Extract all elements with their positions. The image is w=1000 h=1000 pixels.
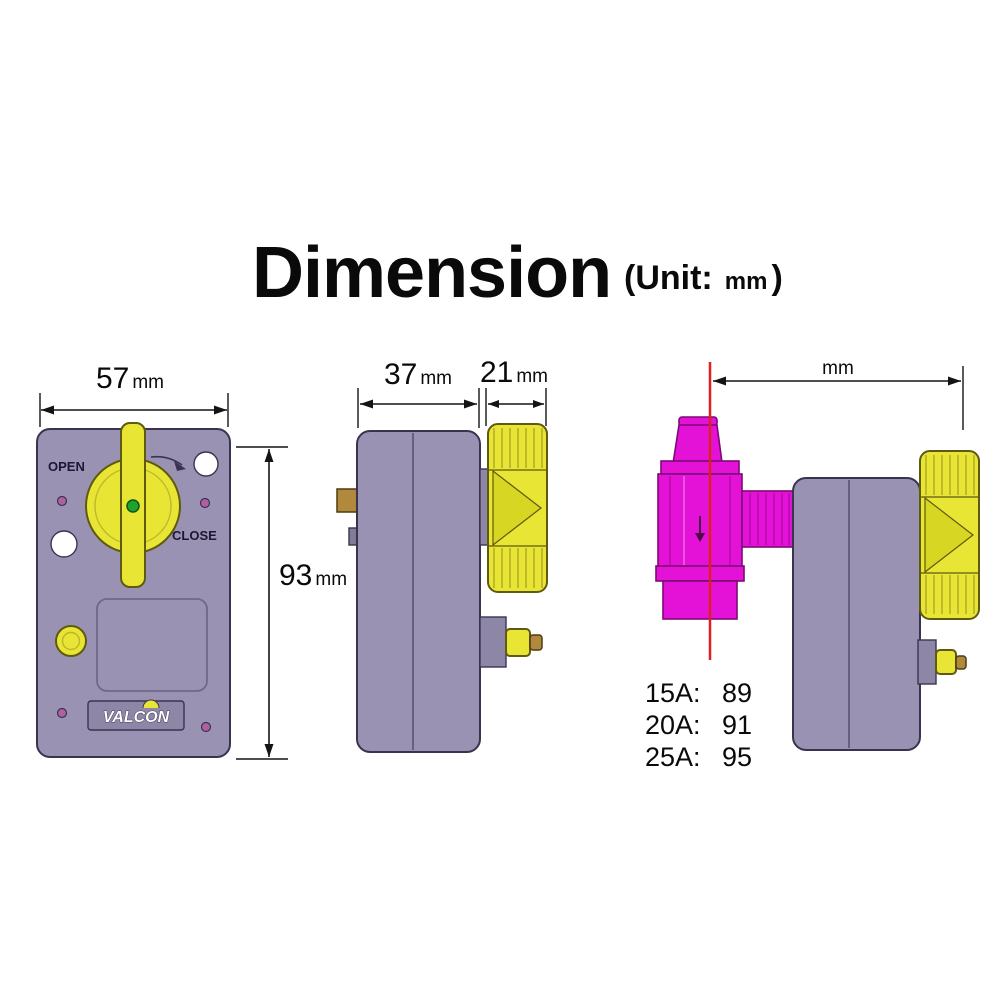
mount-hole-top-right — [193, 451, 219, 477]
outlet-tip — [529, 634, 543, 651]
table-size-cell: 20A: — [645, 710, 701, 740]
unit-note: (Unit: mm) — [624, 259, 783, 297]
table-row: 15A: 89 — [645, 678, 752, 708]
brand-logo: VALCON — [103, 709, 170, 726]
unit-note-prefix: (Unit: — [624, 259, 713, 297]
handle-center-dot — [126, 499, 140, 513]
arrowhead-left-icon — [41, 405, 54, 415]
valve — [655, 416, 795, 620]
table-length-cell: 95 — [722, 742, 752, 772]
arrowhead-right-icon — [533, 400, 544, 408]
arrowhead-right-icon — [948, 376, 961, 386]
valve-upper-flange — [660, 460, 740, 475]
screw-bottom-left — [56, 707, 68, 719]
side-body — [356, 430, 481, 753]
length-dimension: mm — [713, 358, 964, 430]
indicator-hole-ring — [61, 631, 81, 651]
outlet-base — [479, 616, 507, 668]
indicator-hole — [55, 625, 87, 657]
arrowhead-up-icon — [264, 449, 274, 462]
assembled-knob — [919, 450, 980, 620]
rotation-arrow — [150, 455, 183, 466]
valve-lower-body — [662, 580, 738, 620]
outlet-cap — [935, 649, 957, 675]
assembled-knob-cone — [924, 496, 974, 574]
table-size-cell: 25A: — [645, 742, 701, 772]
unit-note-suffix: ) — [771, 259, 782, 297]
screw-top-left — [56, 495, 68, 507]
arrowhead-right-icon — [214, 405, 227, 415]
assembled-length-unit: mm — [822, 358, 854, 379]
valve-union-nut — [741, 490, 795, 548]
front-height-unit: mm — [315, 569, 347, 590]
knob-width-unit: mm — [516, 366, 548, 387]
knob-shaft — [479, 468, 489, 546]
mount-hole-left — [50, 530, 78, 558]
arrowhead-left-icon — [488, 400, 499, 408]
side-depth-value: 37 — [384, 358, 417, 391]
brand-crescent-icon — [142, 699, 160, 709]
front-width-value: 57 — [96, 362, 129, 395]
flow-direction-marking — [695, 516, 705, 542]
knob-width-value: 21 — [480, 356, 513, 389]
table-length-cell: 91 — [722, 710, 752, 740]
screw-top-right — [199, 497, 211, 509]
unit-note-mm: mm — [725, 268, 768, 295]
front-height-value: 93 — [279, 559, 312, 592]
rotation-arrow-head-icon — [174, 461, 186, 471]
side-knob — [487, 423, 548, 593]
front-width-unit: mm — [132, 372, 164, 393]
table-row: 25A: 95 — [645, 742, 752, 772]
side-outlet — [479, 616, 543, 668]
arrowhead-right-icon — [464, 399, 477, 409]
front-panel-outline — [96, 598, 208, 692]
table-row: 20A: 91 — [645, 710, 752, 740]
terminal-tab — [336, 488, 359, 513]
brand-badge — [87, 700, 185, 731]
valve-lower-flange — [655, 565, 745, 582]
assembled-outlet — [917, 639, 967, 685]
arrowhead-left-icon — [360, 399, 373, 409]
arrowhead-down-icon — [264, 744, 274, 757]
table-length-cell: 89 — [722, 678, 752, 708]
side-knob-cone — [492, 469, 542, 547]
close-label: CLOSE — [172, 528, 217, 543]
valve-main-body — [657, 473, 743, 569]
arrowhead-left-icon — [713, 376, 726, 386]
outlet-tip — [955, 655, 967, 670]
actuator-body — [792, 477, 921, 751]
table-size-cell: 15A: — [645, 678, 701, 708]
size-table: 15A: 89 20A: 91 25A: 95 — [645, 678, 752, 772]
page-title: Dimension — [252, 233, 611, 313]
open-label: OPEN — [48, 459, 85, 474]
assembled-view: mm — [645, 358, 980, 772]
outlet-base — [917, 639, 937, 685]
screw-bottom-right — [200, 721, 212, 733]
outlet-cap — [505, 628, 531, 657]
side-depth-unit: mm — [420, 368, 452, 389]
